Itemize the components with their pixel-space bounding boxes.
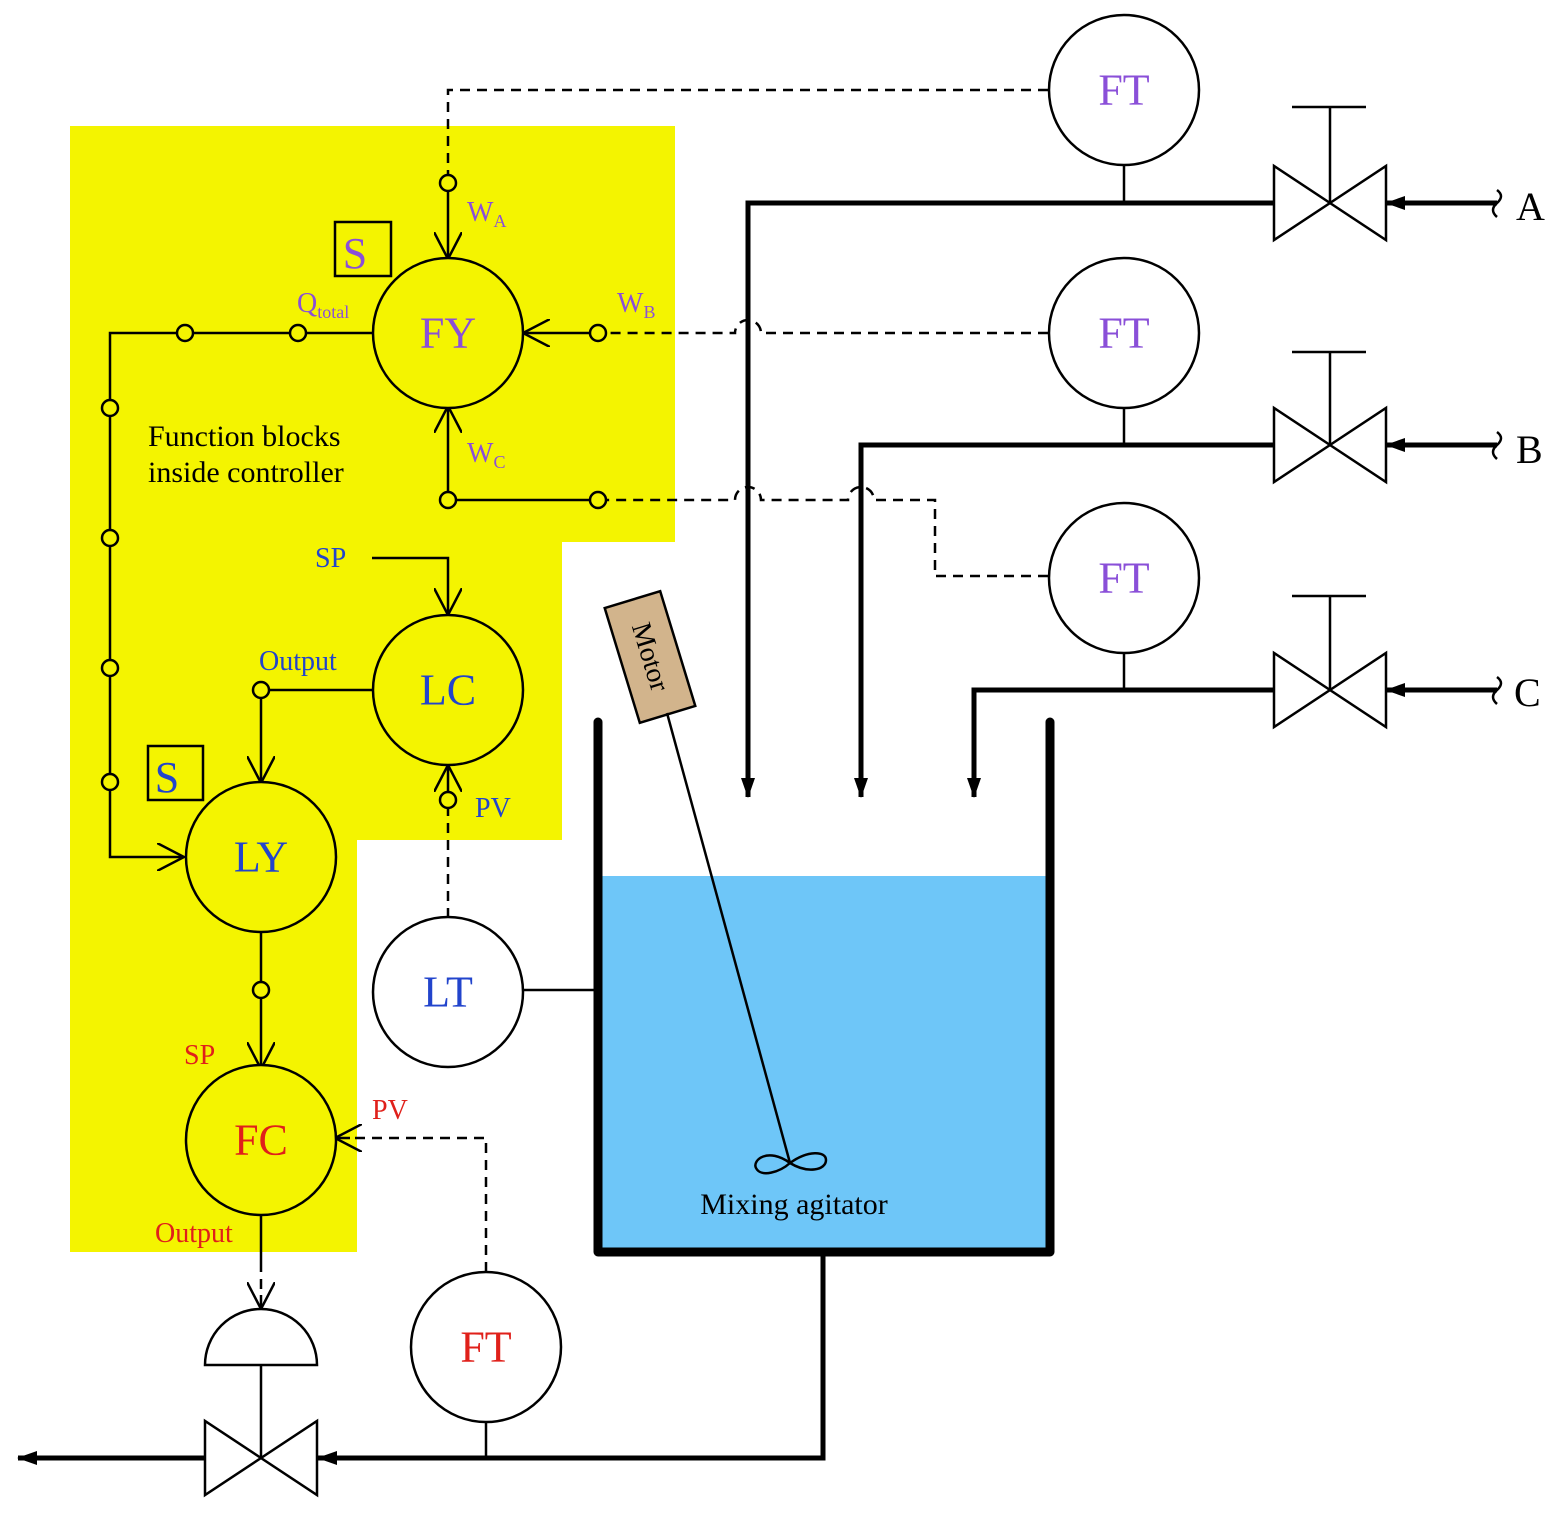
stream-b-label: B xyxy=(1516,427,1543,472)
ft-c-transmitter[interactable]: FT xyxy=(1047,501,1201,655)
inlet-pipe-c xyxy=(967,653,1503,798)
lt-tag: LT xyxy=(423,968,473,1017)
fy-input-c-label: WC xyxy=(467,438,505,472)
fc-block[interactable]: FC xyxy=(184,1063,338,1217)
agitator-impeller xyxy=(754,1152,828,1175)
valve-c[interactable] xyxy=(1272,594,1388,730)
valve-actuator[interactable] xyxy=(203,1307,319,1367)
lt-transmitter[interactable]: LT xyxy=(371,915,525,1069)
fy-select-box xyxy=(333,220,393,278)
fc-pv-label: PV xyxy=(372,1095,408,1126)
ly-select-box xyxy=(146,744,205,802)
controller-caption-2: inside controller xyxy=(148,456,344,489)
ft-a-transmitter[interactable]: FT xyxy=(1047,13,1201,167)
fc-sp-label: SP xyxy=(184,1040,215,1071)
controller-caption-1: Function blocks xyxy=(148,420,341,453)
lc-block[interactable]: LC xyxy=(371,613,525,767)
lc-sp-label: SP xyxy=(315,543,346,574)
ly-select-label: S xyxy=(155,753,179,802)
ft-b-transmitter[interactable]: FT xyxy=(1047,256,1201,410)
outlet-control-valve[interactable] xyxy=(203,1307,319,1498)
stream-a-label: A xyxy=(1516,184,1545,229)
ly-block[interactable]: LY xyxy=(184,780,338,934)
fy-output-label: Qtotal xyxy=(297,288,349,322)
fy-block[interactable]: FY xyxy=(371,256,525,410)
ly-tag: LY xyxy=(234,833,288,882)
fc-tag: FC xyxy=(234,1116,288,1165)
inlet-pipe-b xyxy=(854,408,1503,798)
lc-pv-label: PV xyxy=(475,793,511,824)
signal-ft-a xyxy=(446,88,1048,183)
lc-output-label: Output xyxy=(259,646,337,677)
tank-liquid xyxy=(600,876,1046,1250)
signal-ft-c xyxy=(598,485,1048,578)
stream-c-label: C xyxy=(1514,670,1541,715)
signal-qtotal xyxy=(108,331,373,857)
agitator-shaft xyxy=(665,712,792,1164)
agitator-label: Mixing agitator xyxy=(700,1188,887,1221)
valve-a[interactable] xyxy=(1272,105,1388,243)
fy-input-a-label: WA xyxy=(467,197,506,231)
signal-ft-out-pv xyxy=(348,1136,488,1272)
outlet-pipe xyxy=(17,1252,826,1465)
ft-c-tag: FT xyxy=(1098,554,1149,603)
inlet-pipe-a xyxy=(741,166,1503,798)
fy-tag: FY xyxy=(420,309,476,358)
fc-output-label: Output xyxy=(155,1218,233,1249)
ft-a-tag: FT xyxy=(1098,66,1149,115)
lc-tag: LC xyxy=(420,666,476,715)
signal-ft-b xyxy=(598,318,1048,335)
agitator-motor[interactable]: Motor xyxy=(603,589,697,725)
ft-outlet-tag: FT xyxy=(460,1323,511,1372)
fy-select-label: S xyxy=(343,229,367,278)
fy-input-b-label: WB xyxy=(617,288,655,322)
ft-outlet-transmitter[interactable]: FT xyxy=(409,1270,563,1424)
ft-b-tag: FT xyxy=(1098,309,1149,358)
connection-nodes xyxy=(100,173,608,1000)
valve-b[interactable] xyxy=(1272,350,1388,485)
